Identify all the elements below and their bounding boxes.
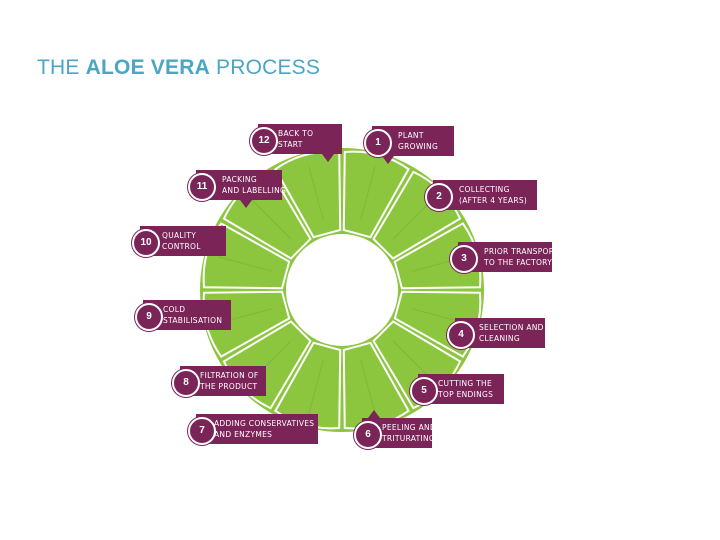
- page-title: THE ALOE VERA PROCESS: [37, 56, 320, 80]
- step-10-label-line-1: QUALITY: [162, 231, 197, 240]
- step-11-pointer: [240, 200, 252, 208]
- step-12-label-line-2: START: [278, 140, 303, 149]
- step-badge-9: 9: [135, 303, 163, 331]
- step-11: 11 PACKING AND LABELLING: [188, 170, 286, 208]
- step-1-label-line-2: GROWING: [398, 142, 439, 151]
- title-prefix: THE: [37, 56, 86, 79]
- wheel-segment-vein: [392, 340, 433, 381]
- step-badge-3: 3: [450, 245, 478, 273]
- step-badge-7: 7: [188, 417, 216, 445]
- step-4-label-line-1: SELECTION AND: [479, 323, 544, 332]
- step-7-label-line-1: ADDING CONSERVATIVES: [214, 419, 315, 428]
- step-6-label-line-1: PEELING AND: [382, 423, 437, 432]
- wheel-segment-vein: [218, 256, 273, 272]
- step-2-label-line-2: (AFTER 4 YEARS): [459, 196, 528, 205]
- wheel-segment-vein: [392, 199, 433, 240]
- step-badge-4: 4: [447, 321, 475, 349]
- step-1: 1 PLANT GROWING: [364, 126, 454, 164]
- step-badge-10: 10: [132, 229, 160, 257]
- step-2: 2 COLLECTING (AFTER 4 YEARS): [425, 180, 537, 211]
- step-1-pointer: [382, 156, 394, 164]
- wheel-segment-vein: [360, 166, 376, 221]
- step-6-pointer: [368, 410, 380, 418]
- step-9: 9 COLD STABILISATION: [135, 300, 231, 331]
- step-3-label-line-1: PRIOR TRANSPORT: [484, 247, 559, 256]
- step-3: 3 PRIOR TRANSPORT TO THE FACTORY: [450, 242, 558, 273]
- wheel-segment-vein: [360, 359, 376, 414]
- step-badge-5: 5: [410, 377, 438, 405]
- step-7: 7 ADDING CONSERVATIVES AND ENZYMES: [188, 414, 318, 445]
- title-highlight: ALOE VERA: [85, 56, 210, 79]
- step-4-label-line-2: CLEANING: [479, 334, 520, 343]
- step-5-label-line-2: TOP ENDINGS: [438, 390, 494, 399]
- step-4: 4 SELECTION AND CLEANING: [447, 318, 545, 349]
- step-11-label-line-2: AND LABELLING: [222, 186, 287, 195]
- wheel-segment-vein: [308, 359, 324, 414]
- step-7-label-line-2: AND ENZYMES: [214, 430, 273, 439]
- step-8: 8 FILTRATION OF THE PRODUCT: [172, 366, 266, 397]
- step-10-label-line-2: CONTROL: [162, 242, 201, 251]
- step-3-label-line-2: TO THE FACTORY: [484, 258, 553, 267]
- step-5: 5 CUTTING THE TOP ENDINGS: [410, 374, 504, 405]
- step-6-label-line-2: TRITURATING: [382, 434, 436, 443]
- step-badge-8: 8: [172, 369, 200, 397]
- wheel-hub: [286, 234, 398, 346]
- step-badge-6: 6: [354, 421, 382, 449]
- step-1-label-line-1: PLANT: [398, 131, 424, 140]
- step-12-pointer: [322, 154, 334, 162]
- step-badge-1: 1: [364, 129, 392, 157]
- step-9-label-line-2: STABILISATION: [163, 316, 223, 325]
- wheel-segment-vein: [251, 199, 292, 240]
- step-badge-11: 11: [188, 173, 216, 201]
- title-suffix: PROCESS: [209, 56, 321, 79]
- step-2-label-line-1: COLLECTING: [459, 185, 510, 194]
- step-12: 12 BACK TO START: [250, 124, 342, 162]
- step-5-label-line-1: CUTTING THE: [438, 379, 493, 388]
- step-6: 6 PEELING AND TRITURATING: [354, 410, 436, 449]
- step-12-label-line-1: BACK TO: [278, 129, 314, 138]
- step-9-label-line-1: COLD: [163, 305, 186, 314]
- step-11-label-line-1: PACKING: [222, 175, 257, 184]
- step-badge-12: 12: [250, 127, 278, 155]
- step-8-label-line-1: FILTRATION OF: [200, 371, 259, 380]
- step-badge-2: 2: [425, 183, 453, 211]
- step-10: 10 QUALITY CONTROL: [132, 226, 226, 257]
- wheel-segment-vein: [308, 166, 324, 221]
- step-8-label-line-2: THE PRODUCT: [200, 382, 258, 391]
